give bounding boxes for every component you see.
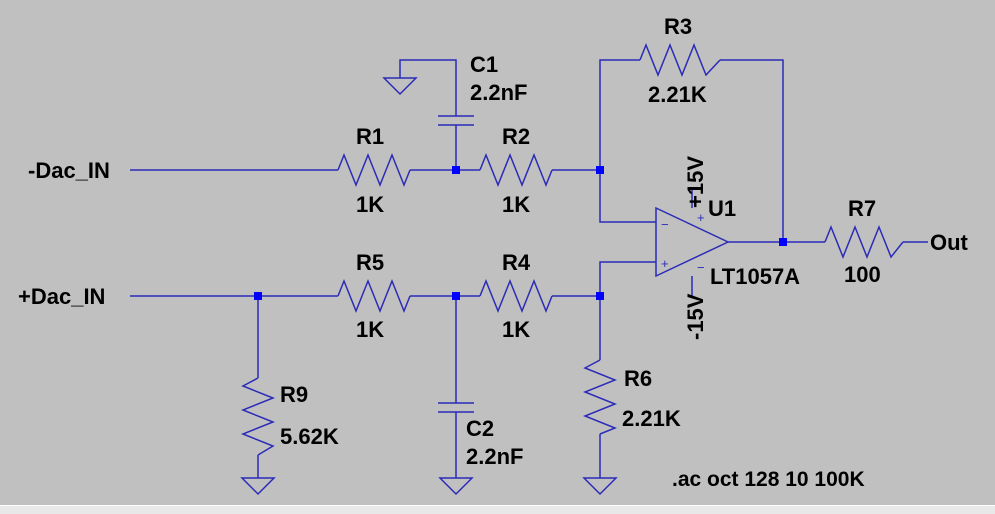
c1-name: C1 — [470, 52, 498, 77]
wire-c1-gnd — [399, 59, 457, 116]
junction-dot — [452, 292, 460, 300]
resistor-r1[interactable] — [337, 152, 411, 188]
r1-name: R1 — [356, 124, 384, 149]
c1-value: 2.2nF — [470, 80, 527, 105]
ground-icon — [582, 477, 618, 496]
r7-name: R7 — [848, 196, 876, 221]
u1-vpos-label: +15V — [683, 156, 708, 208]
resistor-r7[interactable] — [824, 224, 904, 260]
u1-name: U1 — [708, 196, 736, 221]
net-label-out[interactable]: Out — [930, 230, 969, 255]
resistor-r5[interactable] — [337, 278, 411, 314]
r6-value: 2.21K — [622, 406, 681, 431]
wire-feedback-right — [720, 59, 784, 242]
grounds — [240, 77, 618, 496]
vpos-pin-mark: + — [697, 210, 705, 225]
r5-name: R5 — [356, 250, 384, 275]
r6-name: R6 — [624, 366, 652, 391]
ground-icon — [382, 77, 418, 96]
junction-dot — [452, 166, 460, 174]
capacitor-c1[interactable] — [438, 115, 474, 126]
ground-icon — [438, 477, 474, 496]
junctions — [254, 166, 787, 300]
r9-name: R9 — [280, 382, 308, 407]
spice-directive[interactable]: .ac oct 128 10 100K — [672, 468, 865, 491]
u1-vneg-label: -15V — [683, 293, 708, 340]
resistor-r6[interactable] — [582, 359, 618, 435]
r3-name: R3 — [664, 14, 692, 39]
wires — [130, 59, 928, 478]
wire-inv-input — [599, 170, 656, 223]
capacitors — [438, 115, 474, 413]
r1-value: 1K — [356, 192, 384, 217]
window-bottom-edge — [0, 505, 995, 514]
c2-value: 2.2nF — [466, 444, 523, 469]
ground-icon — [240, 477, 276, 496]
net-label-in-pos[interactable]: +Dac_IN — [18, 284, 105, 309]
r2-name: R2 — [502, 124, 530, 149]
junction-dot — [596, 166, 604, 174]
capacitor-c2[interactable] — [438, 402, 474, 413]
junction-dot — [254, 292, 262, 300]
resistor-r2[interactable] — [479, 152, 553, 188]
resistor-r3[interactable] — [639, 42, 721, 78]
net-label-in-neg[interactable]: -Dac_IN — [28, 158, 110, 183]
resistor-r9[interactable] — [240, 377, 276, 456]
junction-dot — [596, 292, 604, 300]
vneg-pin-mark: − — [697, 260, 705, 275]
u1-value: LT1057A — [710, 264, 800, 289]
wire-noninv-input — [599, 261, 656, 296]
inverting-pin-mark: − — [661, 217, 669, 232]
resistor-r4[interactable] — [479, 278, 553, 314]
r4-name: R4 — [502, 250, 531, 275]
resistors — [240, 42, 904, 456]
wire-feedback-left — [599, 59, 640, 170]
r5-value: 1K — [356, 317, 384, 342]
r9-value: 5.62K — [280, 424, 339, 449]
opamp-u1[interactable]: − + + − — [655, 206, 730, 278]
r2-value: 1K — [502, 192, 530, 217]
c2-name: C2 — [466, 416, 494, 441]
noninverting-pin-mark: + — [661, 256, 669, 271]
junction-dot — [779, 238, 787, 246]
r4-value: 1K — [502, 317, 530, 342]
r3-value: 2.21K — [648, 82, 707, 107]
r7-value: 100 — [844, 262, 881, 287]
